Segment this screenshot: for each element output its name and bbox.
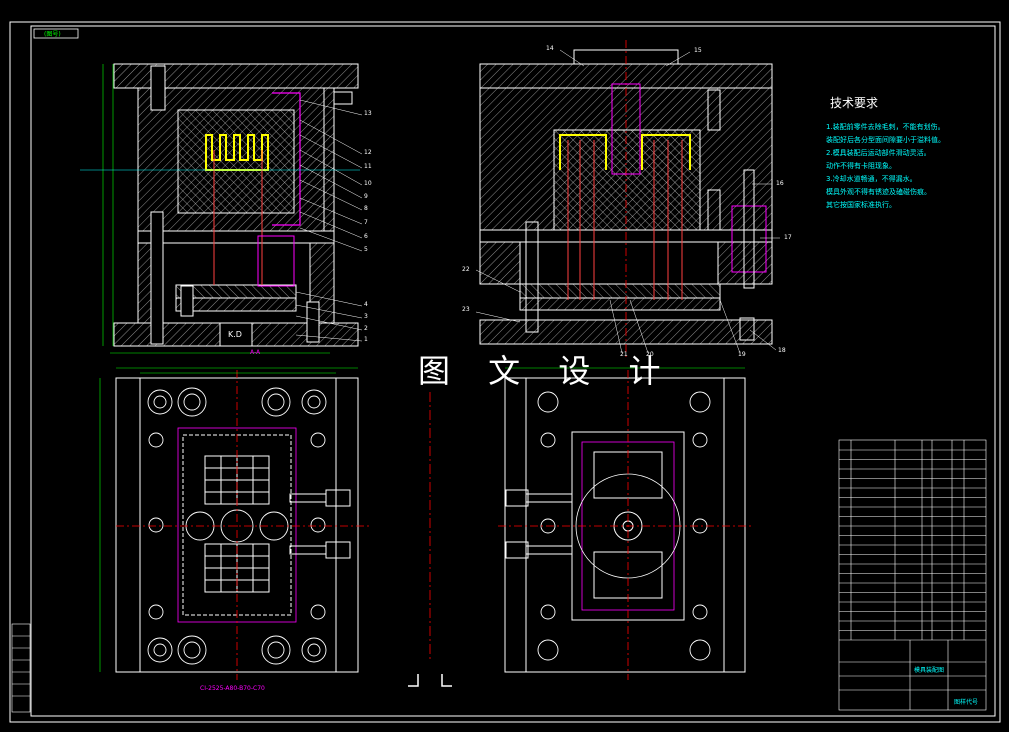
tech-requirement-line: 3.冷却水道畅通，不得漏水。 bbox=[826, 175, 917, 183]
kd-label: K.D bbox=[228, 330, 242, 339]
left-plan-view bbox=[99, 367, 372, 680]
tech-requirement-line: 2.模具装配后运动部件滑动灵活。 bbox=[826, 149, 931, 157]
top-tag: (图号) bbox=[44, 31, 61, 38]
bom-rows bbox=[839, 449, 986, 641]
part-callout: 22 bbox=[462, 266, 470, 273]
part-callout: 12 bbox=[364, 149, 372, 156]
part-callout: 2 bbox=[364, 325, 368, 332]
part-callout: 3 bbox=[364, 313, 368, 320]
right-plan-view bbox=[498, 367, 752, 680]
title-block bbox=[839, 640, 986, 710]
tech-requirement-line: 其它按国家标准执行。 bbox=[826, 201, 896, 209]
inner-frame bbox=[30, 25, 996, 717]
watermark: 图 文 设 计 bbox=[418, 352, 675, 390]
part-callout: 8 bbox=[364, 205, 368, 212]
part-callout: 7 bbox=[364, 219, 368, 226]
title-block-name: 模具装配图 bbox=[914, 667, 945, 674]
part-callout: 20 bbox=[646, 351, 654, 358]
part-callout: 15 bbox=[694, 47, 702, 54]
tech-requirement-line: 动作不得有卡阻现象。 bbox=[826, 162, 896, 170]
part-callout: 4 bbox=[364, 301, 368, 308]
part-callout: 23 bbox=[462, 306, 470, 313]
tech-requirement-line: 1.装配前零件去除毛刺，不能有划伤。 bbox=[826, 123, 945, 131]
top-tag-box bbox=[33, 28, 79, 39]
part-callout: 16 bbox=[776, 180, 784, 187]
part-callout: 5 bbox=[364, 246, 368, 253]
bom-table bbox=[838, 439, 987, 711]
section-label-aa: A-A bbox=[250, 349, 261, 356]
tech-requirement-line: 模具外观不得有锈迹及磕碰伤痕。 bbox=[826, 188, 931, 196]
part-callout: 21 bbox=[620, 351, 628, 358]
part-callout: 1 bbox=[364, 336, 368, 343]
part-callout: 18 bbox=[778, 347, 786, 354]
tech-requirements-title: 技术要求 bbox=[830, 96, 879, 110]
outer-frame bbox=[9, 21, 1001, 723]
part-callout: 13 bbox=[364, 110, 372, 117]
left-section-view bbox=[80, 63, 363, 354]
part-callout: 14 bbox=[546, 45, 554, 52]
tech-requirement-line: 装配好后各分型面间隙要小于溢料值。 bbox=[826, 136, 945, 144]
left-margin-block bbox=[11, 623, 31, 713]
section-mark-left bbox=[408, 674, 419, 687]
right-section-view bbox=[475, 40, 780, 360]
bottom-reference: CI-2525-A80-B70-C70 bbox=[200, 685, 265, 692]
section-mark-right bbox=[441, 674, 452, 687]
title-block-label: 图样代号 bbox=[954, 699, 979, 706]
part-callout: 10 bbox=[364, 180, 372, 187]
part-callout: 6 bbox=[364, 233, 368, 240]
part-callout: 17 bbox=[784, 234, 792, 241]
part-callout: 19 bbox=[738, 351, 746, 358]
part-callout: 9 bbox=[364, 193, 368, 200]
part-callout: 11 bbox=[364, 163, 372, 170]
